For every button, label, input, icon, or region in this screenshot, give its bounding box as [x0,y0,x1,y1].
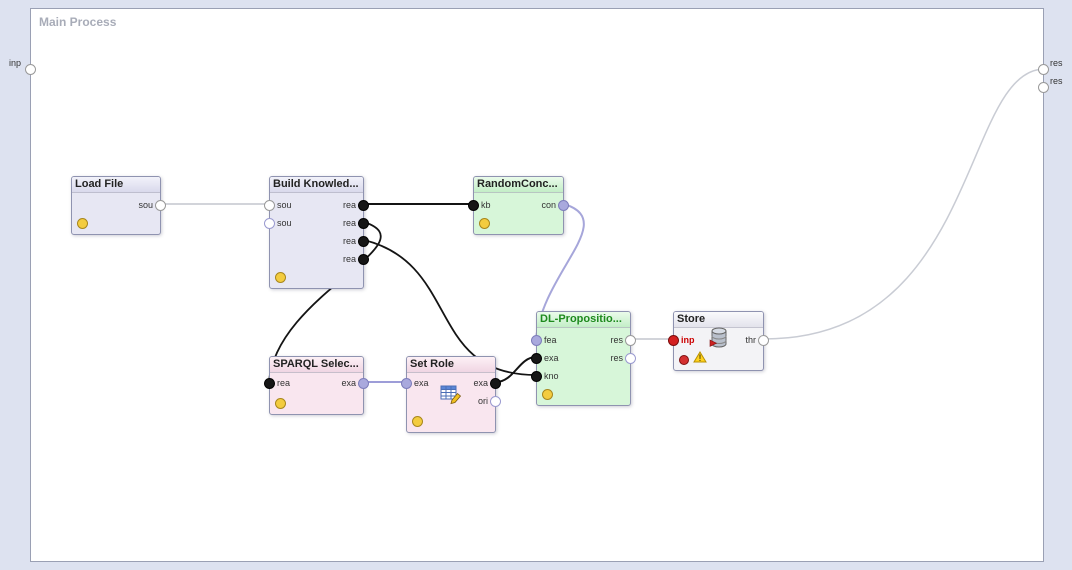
input-port-sou-2[interactable] [264,218,275,229]
input-port-fea[interactable] [531,335,542,346]
operator-title: Set Role [407,357,495,373]
process-input-port[interactable] [25,64,36,75]
edge-label-res-2: res [1050,76,1063,86]
status-light [479,218,490,229]
operator-set-role[interactable]: Set Role exa exa ori [401,356,501,433]
output-port-exa[interactable] [490,378,501,389]
input-port-inp[interactable] [668,335,679,346]
wire-build-to-dl-kno[interactable] [363,239,537,376]
status-light [275,398,286,409]
port-label-fea: fea [544,335,557,345]
svg-text:!: ! [699,353,702,363]
port-label-rea-3: rea [342,236,356,246]
operator-title: DL-Propositio... [537,312,630,328]
port-label-kb: kb [481,200,491,210]
output-port-rea-2[interactable] [358,218,369,229]
breakpoint-indicator [679,355,689,365]
port-label-exa-in: exa [414,378,429,388]
connections-layer [161,68,1045,383]
input-port-kno[interactable] [531,371,542,382]
process-canvas[interactable]: Main Process Load File sou Build Knowled… [25,8,1049,562]
operator-load-file[interactable]: Load File sou [71,176,166,235]
operator-sparql-select[interactable]: SPARQL Selec... rea exa [264,356,369,415]
port-label-exa: exa [544,353,559,363]
output-port-ori[interactable] [490,396,501,407]
input-port-exa[interactable] [401,378,412,389]
port-label-exa-out: exa [473,378,488,388]
input-port-rea[interactable] [264,378,275,389]
operator-randomconcept[interactable]: RandomConc... kb con [468,176,569,235]
operator-title: Store [674,312,763,328]
output-port-thr[interactable] [758,335,769,346]
port-label-rea-2: rea [342,218,356,228]
port-label-sou-1: sou [277,200,292,210]
output-port-rea-1[interactable] [358,200,369,211]
input-port-exa[interactable] [531,353,542,364]
port-label-con: con [541,200,556,210]
status-light [542,389,553,400]
output-port-rea-4[interactable] [358,254,369,265]
process-result-port-2[interactable] [1038,82,1049,93]
output-port-con[interactable] [558,200,569,211]
port-label-rea-1: rea [342,200,356,210]
port-label-kno: kno [544,371,559,381]
operator-title: Load File [72,177,160,193]
input-port-kb[interactable] [468,200,479,211]
operator-title: Build Knowled... [270,177,363,193]
port-label-res-1: res [610,335,623,345]
process-result-port-1[interactable] [1038,64,1049,75]
operator-title: RandomConc... [474,177,563,193]
port-label-sou-2: sou [277,218,292,228]
operator-title: SPARQL Selec... [270,357,363,373]
port-label-ori: ori [477,396,488,406]
operator-dl-propositionalization[interactable]: DL-Propositio... fea exa kno res res [531,311,636,406]
port-label-thr: thr [745,335,756,345]
warning-icon: ! [693,350,707,368]
database-icon [708,326,730,355]
output-port-exa[interactable] [358,378,369,389]
status-light [77,218,88,229]
status-light [275,272,286,283]
input-port-sou-1[interactable] [264,200,275,211]
port-label-rea: rea [277,378,291,388]
edge-label-res-1: res [1050,58,1063,68]
port-label-rea-4: rea [342,254,356,264]
output-port-sou[interactable] [155,200,166,211]
table-role-icon [440,385,462,410]
output-port-rea-3[interactable] [358,236,369,247]
port-label-sou: sou [138,200,153,210]
operator-build-knowledge[interactable]: Build Knowled... sou sou rea rea rea rea [264,176,369,289]
port-label-exa: exa [341,378,356,388]
operator-store[interactable]: Store inp thr ! [668,311,769,371]
process-title: Main Process [39,15,117,29]
port-label-inp: inp [681,335,695,345]
output-port-res-2[interactable] [625,353,636,364]
edge-label-inp: inp [9,58,22,68]
output-port-res-1[interactable] [625,335,636,346]
wire-store-to-result[interactable] [763,68,1045,340]
port-label-res-2: res [610,353,623,363]
status-light [412,416,423,427]
